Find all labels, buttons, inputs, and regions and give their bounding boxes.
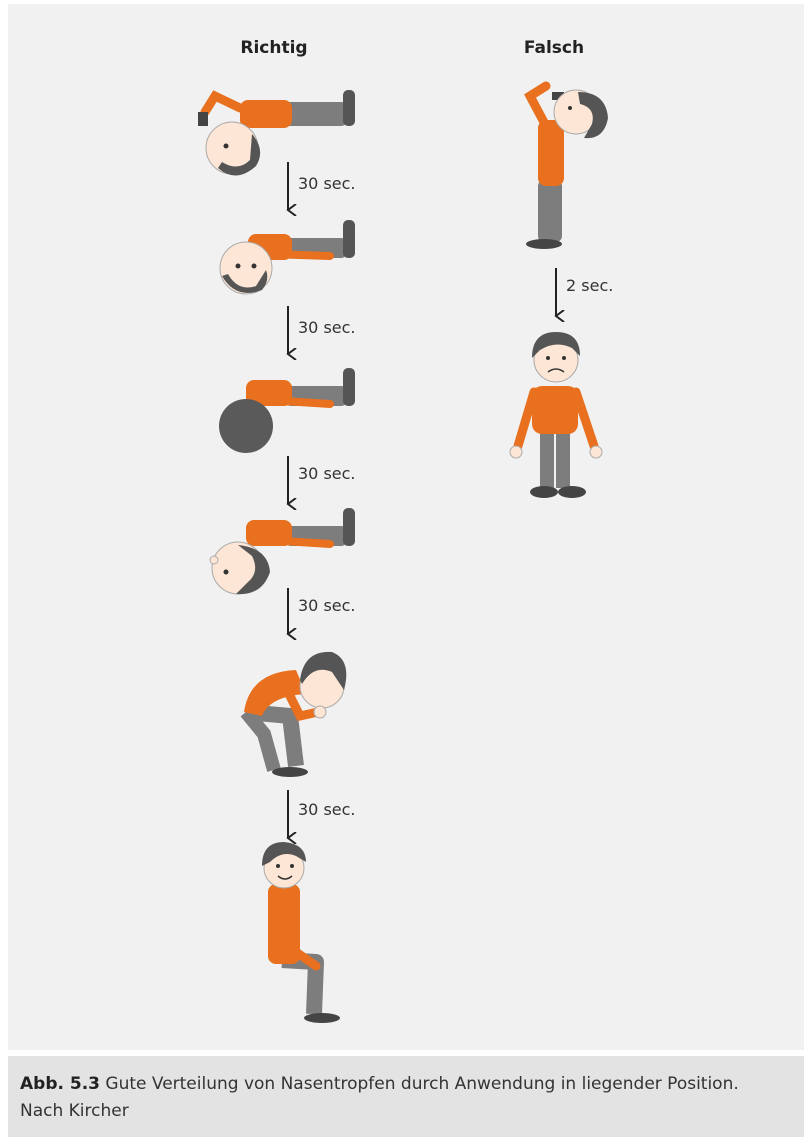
figure-standing-sad — [510, 332, 602, 498]
figure-lying-face-down — [219, 368, 355, 453]
step-label-3: 30 sec. — [298, 464, 356, 483]
figure-caption: Abb. 5.3 Gute Verteilung von Nasentropfe… — [20, 1071, 780, 1125]
caption-text-line2: Nach Kircher — [20, 1101, 129, 1121]
step-label-2: 30 sec. — [298, 318, 356, 337]
step-label-5: 30 sec. — [298, 800, 356, 819]
figure-lying-side — [210, 508, 355, 594]
figure-kneeling-forward — [244, 652, 346, 777]
caption-label: Abb. 5.3 — [20, 1074, 100, 1094]
figure-standing-head-back — [526, 86, 608, 249]
figure-lying-back — [220, 220, 355, 294]
figure-lying-drops — [198, 90, 355, 176]
figure-sitting-upright — [262, 842, 340, 1023]
caption-text-line1: Gute Verteilung von Nasentropfen durch A… — [100, 1074, 739, 1094]
step-label-4: 30 sec. — [298, 596, 356, 615]
step-label-1: 30 sec. — [298, 174, 356, 193]
wrong-step-label-1: 2 sec. — [566, 276, 613, 295]
